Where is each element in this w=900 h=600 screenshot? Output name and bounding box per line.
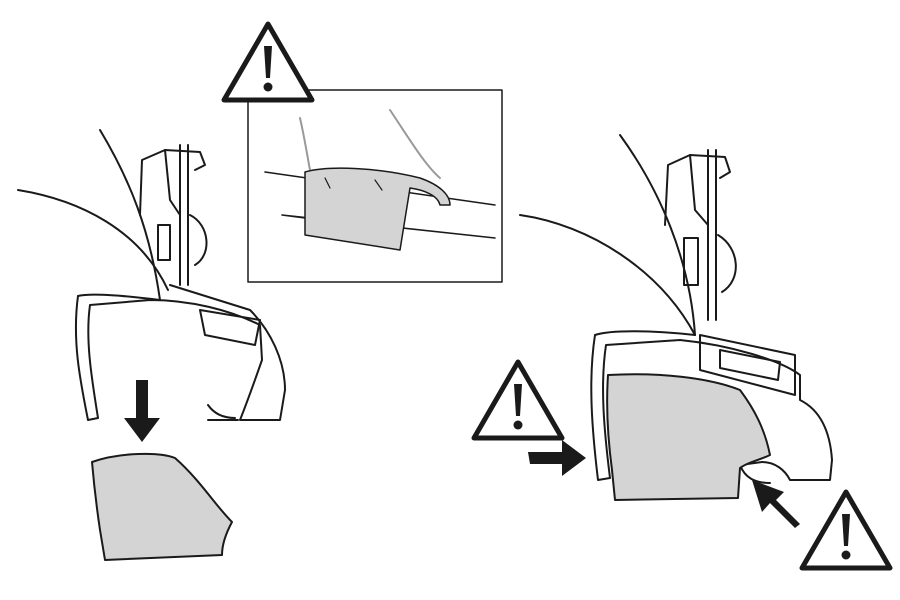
detail-inset [224, 24, 503, 283]
right-panel [474, 134, 890, 568]
foot-bracket [74, 144, 286, 421]
warning-triangle-icon [474, 362, 562, 438]
arrow-icon [752, 480, 800, 528]
car-body-right [519, 134, 696, 336]
clip [304, 167, 451, 251]
left-panel [17, 129, 286, 561]
warning-triangle-icon [802, 492, 890, 568]
car-body [17, 129, 169, 301]
foot-bracket-right [590, 149, 833, 484]
arrow-icon [528, 440, 586, 476]
warning-triangle-icon [224, 24, 312, 100]
down-arrow [124, 380, 160, 442]
rubber-pad-fitted [606, 373, 771, 501]
rubber-pad [91, 452, 233, 561]
